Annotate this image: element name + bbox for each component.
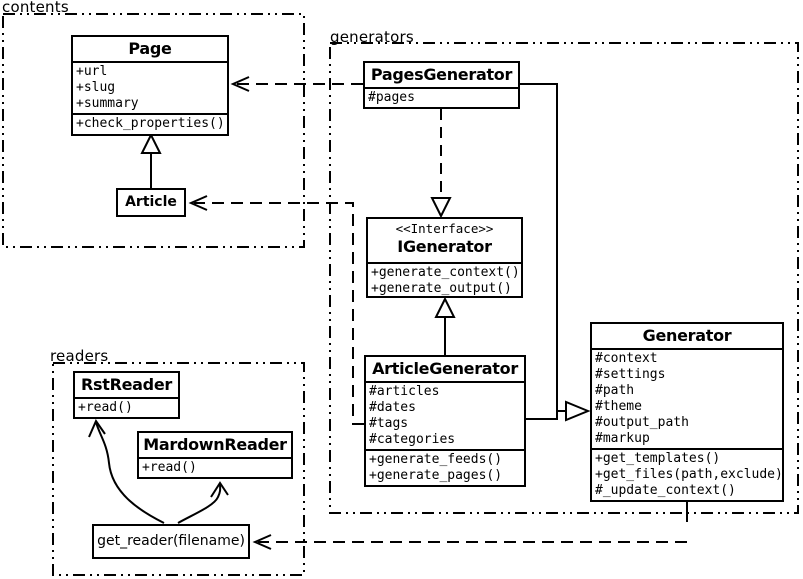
- class-attributes-pagesgenerator: #pages: [368, 90, 415, 105]
- curved-arrow-get-reader-to-rstreader: [88, 418, 165, 524]
- inheritance-arrow-article-to-page: [140, 132, 162, 188]
- function-label-get-reader: get_reader(filename): [97, 533, 245, 549]
- class-name-mardownreader: MardownReader: [139, 433, 291, 459]
- dependency-arrow-articlegenerator-to-article: [188, 195, 364, 425]
- readers-package-border: [52, 362, 305, 576]
- class-name-generator: Generator: [592, 324, 782, 350]
- class-box-articlegenerator: ArticleGenerator #articles #dates #tags …: [364, 355, 526, 487]
- generators-package-border: [329, 42, 799, 514]
- class-name-rstreader: RstReader: [75, 373, 178, 399]
- class-methods-page: +check_properties(): [73, 113, 227, 133]
- realization-arrow-pagesgenerator-to-igenerator: [430, 109, 452, 219]
- inheritance-arrow-generators-to-generator: [520, 83, 591, 422]
- class-name-article: Article: [125, 194, 177, 210]
- class-box-pagesgenerator: PagesGenerator #pages: [363, 61, 520, 109]
- class-methods-rstreader: +read(): [78, 400, 133, 415]
- class-name-pagesgenerator: PagesGenerator: [365, 63, 518, 89]
- class-attributes-generator: #context #settings #path #theme #output_…: [595, 351, 689, 446]
- inheritance-arrow-articlegenerator-to-igenerator: [434, 296, 456, 355]
- class-box-igenerator: <<Interface>> IGenerator +generate_conte…: [366, 217, 523, 298]
- function-box-get-reader: get_reader(filename): [92, 524, 250, 559]
- class-methods-igenerator: +generate_context() +generate_output(): [371, 265, 520, 296]
- contents-package-label: contents: [2, 0, 69, 16]
- class-box-generator: Generator #context #settings #path #them…: [590, 322, 784, 502]
- class-box-page: Page +url +slug +summary +check_properti…: [71, 35, 229, 136]
- class-box-rstreader: RstReader +read(): [73, 371, 180, 419]
- class-name-page: Page: [73, 37, 227, 63]
- class-attributes-page: +url +slug +summary: [76, 64, 139, 111]
- generators-package-label: generators: [330, 28, 414, 46]
- contents-package-border: [2, 13, 305, 248]
- class-name-articlegenerator: ArticleGenerator: [366, 357, 524, 383]
- class-methods-generator: +get_templates() +get_files(path,exclude…: [592, 448, 782, 500]
- dependency-arrow-generator-to-get-reader: [252, 500, 688, 550]
- dependency-arrow-pagesgenerator-to-page: [230, 76, 363, 92]
- readers-package-label: readers: [50, 347, 109, 365]
- class-stereotype-igenerator: <<Interface>>: [395, 221, 494, 236]
- class-header-igenerator: <<Interface>> IGenerator: [368, 219, 521, 264]
- class-name-igenerator: IGenerator: [397, 237, 492, 256]
- class-box-article: Article: [116, 188, 186, 217]
- class-attributes-articlegenerator: #articles #dates #tags #categories: [369, 384, 456, 447]
- class-methods-articlegenerator: +generate_feeds() +generate_pages(): [366, 449, 524, 485]
- class-box-mardownreader: MardownReader +read(): [137, 431, 293, 479]
- curved-arrow-get-reader-to-mardownreader: [177, 481, 229, 524]
- class-methods-mardownreader: +read(): [142, 460, 197, 475]
